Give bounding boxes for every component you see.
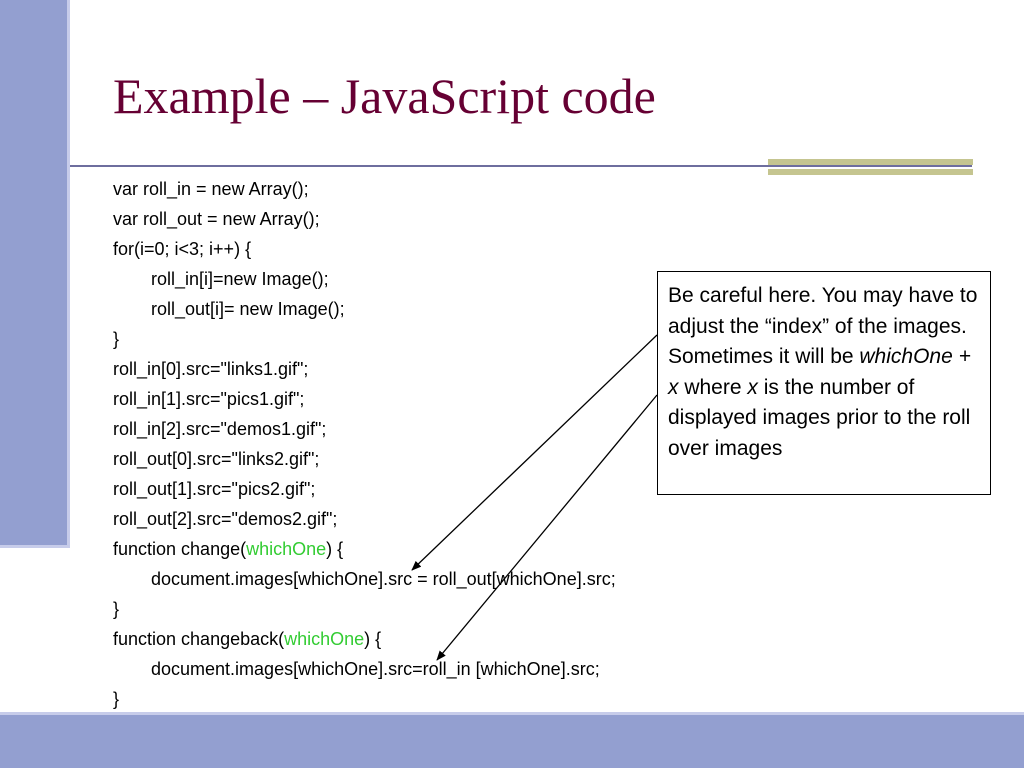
code-line: }: [113, 689, 120, 709]
code-line: var roll_out = new Array();: [113, 209, 320, 229]
code-text: function changeback(: [113, 629, 285, 649]
code-line: }: [113, 599, 120, 619]
decorative-stripes: [768, 159, 973, 179]
bottom-accent-line: [0, 712, 1024, 715]
left-accent-bar-shadow: [67, 0, 70, 545]
parameter-highlight: whichOne: [246, 539, 327, 559]
note-italic: x: [747, 375, 758, 399]
code-line: roll_out[2].src="demos2.gif";: [113, 509, 338, 529]
code-line: roll_out[1].src="pics2.gif";: [113, 479, 316, 499]
code-line-function-change: function change(whichOne) {: [113, 534, 793, 564]
code-text: ) {: [326, 539, 344, 559]
code-line: roll_out[0].src="links2.gif";: [113, 449, 320, 469]
decorative-stripe: [768, 169, 973, 175]
callout-note: Be careful here. You may have to adjust …: [657, 271, 991, 495]
parameter-highlight: whichOne: [284, 629, 365, 649]
code-line: roll_in[i]=new Image();: [151, 269, 329, 289]
code-line: document.images[whichOne].src = roll_out…: [151, 569, 616, 589]
left-accent-bar: [0, 0, 67, 545]
note-italic: whichOne + x: [668, 345, 971, 399]
code-line: for(i=0; i<3; i++) {: [113, 239, 252, 259]
code-text: ) {: [364, 629, 382, 649]
title-divider: [70, 165, 972, 167]
note-text: where: [678, 375, 748, 399]
left-accent-bar-edge: [0, 545, 70, 548]
slide-title: Example – JavaScript code: [113, 68, 656, 124]
code-line: roll_in[0].src="links1.gif";: [113, 359, 309, 379]
code-line: roll_out[i]= new Image();: [151, 299, 345, 319]
code-line: }: [113, 329, 120, 349]
code-line: var roll_in = new Array();: [113, 179, 309, 199]
decorative-stripe: [768, 159, 973, 165]
bottom-accent-bar: [0, 715, 1024, 768]
code-text: function change(: [113, 539, 247, 559]
code-line: roll_in[1].src="pics1.gif";: [113, 389, 305, 409]
code-line-function-changeback: function changeback(whichOne) {: [113, 624, 793, 654]
code-line: roll_in[2].src="demos1.gif";: [113, 419, 327, 439]
note-text: is the number of displayed images prior …: [668, 375, 971, 460]
code-line: document.images[whichOne].src=roll_in [w…: [151, 659, 600, 679]
note-text: Be careful here. You may have to adjust …: [668, 284, 978, 368]
